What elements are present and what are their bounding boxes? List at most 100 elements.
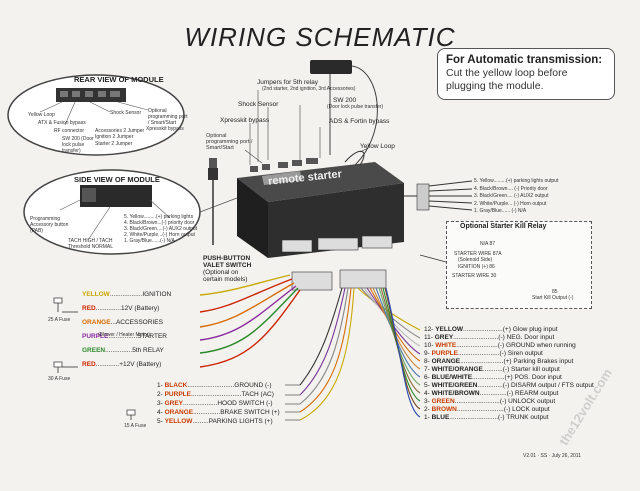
right-wire-desc: .........................(-) NEG. Door i… (453, 334, 555, 341)
right-wire-row: 1- BLUE...........................(-) TR… (424, 414, 549, 421)
right-wire-row: 5- WHITE/GREEN..............(-) DISARM o… (424, 382, 594, 389)
side-pin: 2. White/Purple...(-) Horn output (124, 232, 195, 238)
right-wire-color: GREEN (431, 398, 455, 405)
right-wire-color: WHITE/GREEN (431, 382, 478, 389)
bottom-left-wire-row: 2- PURPLE............................TAC… (157, 391, 274, 398)
right-wire-desc: ...............(-) REARM output (479, 390, 559, 397)
right-connector-pin: 1. Gray/Blue...... (-) N/A (474, 208, 527, 214)
right-wire-desc: ..........................(-) LOCK outpu… (456, 406, 550, 413)
rear-label-optional: Optional programming port / Smart/Start (148, 108, 188, 126)
left-wire-color: RED (82, 361, 96, 368)
rear-label-atx: ATX & Fusion bypass (38, 120, 86, 126)
relay-title: Optional Starter Kill Relay (460, 223, 547, 230)
right-wire-desc: .........................(-) UNLOCK outp… (454, 398, 556, 405)
push-button-line-4: certain models) (203, 276, 248, 283)
relay-box (446, 221, 592, 309)
page-title: WIRING SCHEMATIC (184, 22, 456, 52)
right-wire-color: WHITE/BROWN (431, 390, 480, 397)
rear-label-rf: RF connector (54, 128, 85, 134)
rear-view-circle (7, 74, 185, 156)
right-wire-row: 4- WHITE/BROWN...............(-) REARM o… (424, 390, 559, 397)
left-wire-color: RED (82, 305, 96, 312)
push-button-line-3: (Optional on (203, 269, 239, 276)
bottom-left-wire-desc: ...................HOOD SWITCH (-) (183, 400, 273, 407)
right-wire-row: 6- BLUE/WHITE..................(+) POS. … (424, 374, 562, 381)
side-pin: 1. Gray/Blue......(-) N/A (124, 238, 175, 244)
bottom-left-wire-color: YELLOW (164, 418, 193, 425)
right-wire-row: 10- WHITE.......................(-) GROU… (424, 342, 576, 349)
label-sw200-sub: (Door lock pulse transfer) (327, 104, 384, 110)
side-label-prog-button: Programming Accessory button (PAB) (30, 216, 69, 234)
note-line-2: plugging the module. (446, 80, 544, 92)
right-wire-desc: ..................(+) POS. Door input (472, 374, 562, 381)
right-wire-color: ORANGE (431, 358, 461, 365)
acc-sub: (Blower / Heater Motor) (98, 332, 150, 338)
left-wire-color: GREEN (82, 347, 106, 354)
side-pin: 4. Black/Brown...(-) priority door (124, 220, 195, 226)
right-wire-color: BROWN (431, 406, 457, 413)
fuse-1: 25 A Fuse (48, 317, 71, 323)
push-button-line-2: VALET SWITCH (203, 262, 252, 269)
bottom-left-wire-desc: ............................TACH (AC) (190, 391, 274, 398)
rear-label-xpresskit: Xpresskit bypass (146, 126, 184, 132)
relay-solenoid: (Solenoid Side) (458, 257, 493, 263)
bottom-left-wire-row: 1- BLACK..........................GROUND… (157, 382, 272, 389)
right-connector-pin: 3. Black/Green.... (-) AUX2 output (474, 193, 549, 199)
rear-label-starter2: Starter 2 Jumper (95, 141, 133, 147)
right-wire-row: 8- ORANGE........................(+) Par… (424, 358, 574, 365)
push-button-label: PUSH-BUTTON VALET SWITCH (Optional on ce… (203, 255, 251, 283)
right-wire-color: WHITE/ORANGE (431, 366, 483, 373)
rear-label-shock: Shock Sensor (110, 110, 142, 116)
module-top (237, 162, 404, 202)
bottom-left-wire-color: GREY (164, 400, 184, 407)
side-pin: 3. Black/Green....(-) AUX2 output (124, 226, 198, 232)
relay-ignition: IGNITION (+) 86 (458, 264, 495, 270)
right-wire-color: WHITE (435, 342, 457, 349)
bottom-left-wire-row: 5- YELLOW.........PARKING LIGHTS (+) (157, 418, 273, 425)
rear-label-yellow-loop: Yellow Loop (28, 112, 55, 118)
right-wire-color: BLUE (431, 414, 450, 421)
left-wire-row: ORANGE...ACCESSORIES (82, 319, 171, 333)
side-pin: 5. Yellow.........(+) parking lights (124, 214, 194, 220)
right-wire-color: PURPLE (431, 350, 458, 357)
right-wire-row: 2- BROWN..........................(-) LO… (424, 406, 550, 413)
side-pin-list: 5. Yellow.........(+) parking lights 4. … (124, 214, 197, 244)
left-wire-row: YELLOW..................IGNITION (82, 291, 171, 305)
relay-kill-output: Start Kill Output (-) (532, 295, 574, 301)
right-wire-desc: ..............(-) DISARM output / FTS ou… (477, 382, 594, 389)
left-wire-desc: ...ACCESSORIES (110, 319, 163, 326)
left-wire-color: YELLOW (82, 291, 110, 298)
fuse-3: 15 A Fuse (124, 423, 147, 429)
side-view-title: SIDE VIEW OF MODULE (74, 175, 160, 184)
relay-starter-wire: STARTER WIRE 87A (454, 251, 502, 257)
bottom-left-wire-color: ORANGE (164, 409, 194, 416)
relay-85: 85 (552, 289, 558, 295)
bottom-left-wire-desc: ...............BRAKE SWITCH (+) (193, 409, 280, 416)
label-jumpers-5th: Jumpers for 5th relay (257, 79, 319, 86)
right-wire-list: 12- YELLOW......................(+) Glow… (424, 326, 594, 422)
right-connector-pin: 4. Black/Brown.... (-) Priority door (474, 185, 548, 192)
bottom-left-wire-desc: ..........................GROUND (-) (187, 382, 272, 389)
left-wire-desc: ..............12V (Battery) (95, 305, 160, 312)
left-wire-color: ORANGE (82, 319, 111, 326)
right-wire-row: 7- WHITE/ORANGE...........(-) Starter ki… (424, 366, 560, 373)
right-connector-pin: 5. Yellow.........(+) parking lights out… (474, 178, 559, 184)
bottom-left-wire-row: 4- ORANGE...............BRAKE SWITCH (+) (157, 409, 280, 416)
right-wire-row: 11- GREY.........................(-) NEG… (424, 334, 555, 341)
left-wire-list: YELLOW..................IGNITION RED....… (82, 291, 171, 375)
push-button-line-1: PUSH-BUTTON (203, 255, 251, 262)
bottom-left-wire-row: 3- GREY...................HOOD SWITCH (-… (157, 400, 273, 407)
right-wire-color: GREY (434, 334, 454, 341)
right-wire-color: BLUE/WHITE (431, 374, 473, 381)
note-box: For Automatic transmission: Cut the yell… (437, 48, 615, 100)
left-wire-desc: ...............5th RELAY (105, 347, 164, 354)
right-wire-desc: ...........................(-) TRUNK out… (449, 414, 549, 421)
left-wire-row: GREEN...............5th RELAY (82, 347, 171, 361)
label-jumpers-5th-sub: (2nd starter, 2nd ignition, 3rd Accessor… (262, 86, 356, 92)
relay-starter-30: STARTER WIRE 30 (452, 273, 497, 279)
left-wire-row: RED..............12V (Battery) (82, 305, 171, 319)
fuse-2: 30 A Fuse (48, 376, 71, 382)
left-wire-color: PURPLE (82, 333, 109, 340)
right-wire-desc: .......................(-) Siren output (457, 350, 543, 357)
